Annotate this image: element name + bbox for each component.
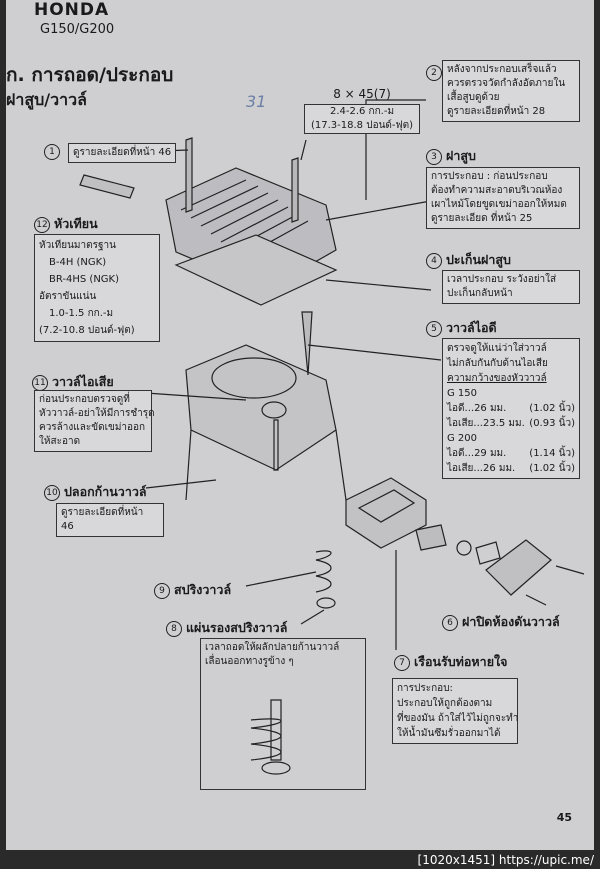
spec-exhaust: ไอเสีย...26 มม. bbox=[447, 463, 516, 474]
note-line: ควรตรวจวัดกำลังอัดภายใน bbox=[447, 78, 566, 89]
label-text: วาวล์ไอเสีย bbox=[52, 374, 114, 389]
callout-12-label: 12 หัวเทียน bbox=[34, 214, 98, 234]
label-text: ปะเก็นฝาสูบ bbox=[446, 252, 511, 267]
callout-10-ref: ดูรายละเอียดที่หน้า 46 bbox=[56, 503, 164, 537]
spec-intake: ไอดี...29 มม. bbox=[447, 448, 507, 459]
callout-number: 12 bbox=[34, 216, 50, 233]
spec-exhaust: ไอเสีย...23.5 มม. bbox=[447, 418, 525, 429]
callout-9-label: 9 สปริงวาวล์ bbox=[154, 580, 231, 600]
note-line: ประกอบให้ถูกต้องตาม bbox=[397, 698, 493, 709]
model-g200: G 200 bbox=[447, 433, 478, 444]
callout-number: 9 bbox=[154, 582, 170, 599]
callout-11-label: 11 วาวล์ไอเสีย bbox=[32, 372, 114, 392]
callout-number: 10 bbox=[44, 484, 60, 501]
section-title: ก. การถอด/ประกอบ bbox=[6, 64, 174, 86]
torque-box: 2.4-2.6 กก.-ม (17.3-18.8 ปอนด์-ฟุต) bbox=[304, 104, 420, 134]
callout-11-note: ก่อนประกอบตรวจดูที่ หัววาวล์-อย่าให้มีกา… bbox=[34, 390, 155, 452]
callout-10-label: 10 ปลอกก้านวาวล์ bbox=[44, 482, 147, 502]
callout-3-note: การประกอบ : ก่อนประกอบ ต้องทำความสะอาดบร… bbox=[426, 167, 580, 229]
note-line: เลื่อนออกทางรูข้าง ๆ bbox=[205, 656, 294, 667]
note-line: อัตราขันแน่น bbox=[39, 291, 97, 302]
note-line: การประกอบ : ก่อนประกอบ bbox=[431, 171, 548, 182]
callout-2-note: หลังจากประกอบเสร็จแล้ว ควรตรวจวัดกำลังอั… bbox=[442, 60, 580, 122]
callout-5-note: ตรวจดูให้แน่ว่าใส่วาวล์ ไม่กลับกันกับด้า… bbox=[442, 338, 580, 479]
callout-number: 5 bbox=[426, 320, 442, 337]
note-line: เวลาถอดให้ผลักปลายก้านวาวล์ bbox=[205, 642, 340, 653]
callout-4-label: 4 ปะเก็นฝาสูบ bbox=[426, 250, 511, 270]
note-line: (7.2-10.8 ปอนด์-ฟุต) bbox=[39, 325, 135, 336]
callout-1-ref: ดูรายละเอียดที่หน้า 46 bbox=[67, 143, 177, 163]
exploded-diagram bbox=[79, 99, 585, 775]
label-text: ปลอกก้านวาวล์ bbox=[64, 484, 147, 499]
note-line: 1.0-1.5 กก.-ม bbox=[49, 308, 114, 319]
note-line: ต้องทำความสะอาดบริเวณห้อง bbox=[431, 185, 563, 196]
image-footer: [1020x1451] https://upic.me/ bbox=[417, 853, 594, 867]
torque-imperial: (17.3-18.8 ปอนด์-ฟุต) bbox=[311, 120, 413, 131]
note-line: หัวเทียนมาตรฐาน bbox=[39, 240, 116, 251]
callout-12-note: หัวเทียนมาตรฐาน B-4H (NGK) BR-4HS (NGK) … bbox=[34, 234, 160, 342]
model-g150: G 150 bbox=[447, 388, 478, 399]
callout-7-label: 7 เรือนรับท่อหายใจ bbox=[394, 652, 507, 672]
note-line: ความกว้างของหัววาวล์ bbox=[447, 373, 547, 384]
bolt-size: 8 × 45(7) bbox=[333, 87, 391, 101]
note-line: ที่ของมัน ถ้าใส่ไว้ไม่ถูกจะทำ bbox=[397, 713, 519, 724]
note-line: ตรวจดูให้แน่ว่าใส่วาวล์ bbox=[447, 343, 547, 354]
callout-7-note: การประกอบ: ประกอบให้ถูกต้องตาม ที่ของมัน… bbox=[392, 678, 518, 744]
label-text: วาวล์ไอดี bbox=[446, 320, 497, 335]
callout-2-number: 2 bbox=[426, 64, 446, 81]
callout-5-label: 5 วาวล์ไอดี bbox=[426, 318, 497, 338]
label-text: แผ่นรองสปริงวาวล์ bbox=[186, 620, 288, 635]
spec-inch: (1.02 นิ้ว) bbox=[529, 403, 575, 414]
note-line: BR-4HS (NGK) bbox=[49, 274, 120, 285]
note-line: หัววาวล์-อย่าให้มีการชำรุด bbox=[39, 408, 155, 419]
label-text: ฝาสูบ bbox=[446, 148, 476, 163]
note-line: การประกอบ: bbox=[397, 683, 453, 694]
model-name: G150/G200 bbox=[40, 22, 115, 37]
callout-8-inset: เวลาถอดให้ผลักปลายก้านวาวล์ เลื่อนออกทาง… bbox=[200, 638, 366, 790]
callout-3-label: 3 ฝาสูบ bbox=[426, 146, 476, 166]
note-line: หลังจากประกอบเสร็จแล้ว bbox=[447, 64, 557, 75]
note-line: B-4H (NGK) bbox=[49, 257, 107, 268]
torque-spec: 8 × 45(7) 2.4-2.6 กก.-ม (17.3-18.8 ปอนด์… bbox=[304, 86, 420, 134]
callout-8-label: 8 แผ่นรองสปริงวาวล์ bbox=[166, 618, 287, 638]
callout-number: 4 bbox=[426, 252, 442, 269]
spec-inch: (1.14 นิ้ว) bbox=[529, 448, 575, 459]
spec-inch: (1.02 นิ้ว) bbox=[529, 463, 575, 474]
manual-page: HONDA G150/G200 ก. การถอด/ประกอบ ฝาสูบ/ว… bbox=[6, 0, 594, 850]
note-line: ดูรายละเอียด ที่หน้า 25 bbox=[431, 213, 533, 224]
note-line: ปะเก็นกลับหน้า bbox=[447, 288, 513, 299]
note-line: เผาไหม้โดยขูดเขม่าออกให้หมด bbox=[431, 199, 567, 210]
note-line: เวลาประกอบ ระวังอย่าใส่ bbox=[447, 274, 557, 285]
callout-number: 2 bbox=[426, 64, 442, 81]
note-line: ควรล้างและขัดเขม่าออก bbox=[39, 422, 146, 433]
callout-1: 1 ดูรายละเอียดที่หน้า 46 bbox=[44, 143, 177, 163]
callout-number: 7 bbox=[394, 654, 410, 671]
label-text: เรือนรับท่อหายใจ bbox=[414, 654, 508, 669]
callout-6-label: 6 ฝาปิดห้องดันวาวล์ bbox=[442, 612, 560, 632]
note-line: ก่อนประกอบตรวจดูที่ bbox=[39, 394, 130, 405]
callout-4-note: เวลาประกอบ ระวังอย่าใส่ ปะเก็นกลับหน้า bbox=[442, 270, 580, 304]
callout-number: 3 bbox=[426, 148, 442, 165]
note-line: ไม่กลับกันกับด้านไอเสีย bbox=[447, 358, 548, 369]
callout-number: 6 bbox=[442, 614, 458, 631]
note-line: ให้สะอาด bbox=[39, 436, 81, 447]
callout-number: 1 bbox=[44, 143, 60, 160]
brand-logo: HONDA bbox=[34, 0, 110, 20]
spec-inch: (0.93 นิ้ว) bbox=[529, 418, 575, 429]
spec-intake: ไอดี...26 มม. bbox=[447, 403, 507, 414]
label-text: หัวเทียน bbox=[54, 216, 98, 231]
page-number: 45 bbox=[556, 811, 572, 824]
handwritten-note: 31 bbox=[246, 92, 267, 111]
note-line: ให้น้ำมันซึมรั่วออกมาได้ bbox=[397, 728, 501, 739]
callout-number: 8 bbox=[166, 620, 182, 637]
torque-value: 2.4-2.6 กก.-ม bbox=[329, 106, 395, 117]
note-line: ดูรายละเอียดที่หน้า 28 bbox=[447, 106, 546, 117]
label-text: ฝาปิดห้องดันวาวล์ bbox=[462, 614, 560, 629]
label-text: สปริงวาวล์ bbox=[174, 582, 232, 597]
section-subtitle: ฝาสูบ/วาวล์ bbox=[6, 90, 87, 109]
callout-number: 11 bbox=[32, 374, 48, 391]
note-line: เสื้อสูบดูด้วย bbox=[447, 92, 500, 103]
